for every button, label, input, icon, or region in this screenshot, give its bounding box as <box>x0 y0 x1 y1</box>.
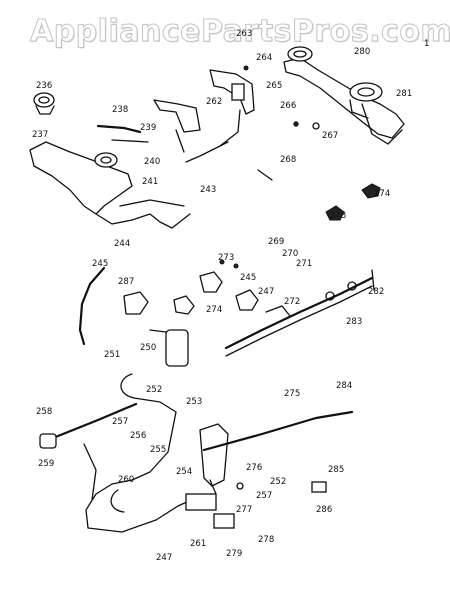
page-mark: 1 <box>424 39 429 49</box>
part-label: 240 <box>144 157 160 167</box>
wire-251 <box>120 373 135 399</box>
part-label: 247 <box>258 287 274 297</box>
part-label: 273 <box>330 211 346 221</box>
part-label: 277 <box>236 505 252 515</box>
part-label: 239 <box>140 123 156 133</box>
part-label: 247 <box>156 553 172 563</box>
part-label: 263 <box>236 29 252 39</box>
part-label: 243 <box>200 185 216 195</box>
part-labels: 2362372382392402412432442452452472472502… <box>32 29 412 563</box>
gas-manifold <box>224 269 375 357</box>
part-label: 238 <box>112 105 128 115</box>
part-label: 255 <box>150 445 166 455</box>
part-label: 282 <box>368 287 384 297</box>
part-label: 286 <box>316 505 332 515</box>
part-label: 253 <box>186 397 202 407</box>
part-label: 273 <box>218 253 234 263</box>
part-label: 269 <box>268 237 284 247</box>
part-label: 266 <box>280 101 296 111</box>
switch-261 <box>185 482 244 529</box>
part-label: 257 <box>112 417 128 427</box>
part-label: 252 <box>270 477 286 487</box>
part-label: 252 <box>146 385 162 395</box>
part-label: 274 <box>374 189 390 199</box>
part-label: 276 <box>246 463 262 473</box>
valves <box>123 259 291 317</box>
component-250 <box>149 329 189 367</box>
part-label: 256 <box>130 431 146 441</box>
clip-285 <box>311 481 327 493</box>
part-label: 259 <box>38 459 54 469</box>
part-label: 254 <box>176 467 192 477</box>
part-label: 258 <box>36 407 52 417</box>
part-label: 236 <box>36 81 52 91</box>
part-label: 265 <box>266 81 282 91</box>
part-label: 262 <box>206 97 222 107</box>
bar-284 <box>202 410 354 452</box>
part-label: 281 <box>396 89 412 99</box>
part-label: 285 <box>328 465 344 475</box>
part-label: 245 <box>92 259 108 269</box>
part-label: 264 <box>256 53 272 63</box>
part-label: 284 <box>336 381 352 391</box>
part-label: 245 <box>240 273 256 283</box>
tube-245 <box>78 266 106 346</box>
lower-housing <box>83 397 201 533</box>
part-label: 267 <box>322 131 338 141</box>
part-label: 241 <box>142 177 158 187</box>
part-label: 278 <box>258 535 274 545</box>
burner-assembly-right <box>283 46 405 145</box>
rod-258 <box>39 402 138 449</box>
part-label: 250 <box>140 343 156 353</box>
part-label: 287 <box>118 277 134 287</box>
part-label: 280 <box>354 47 370 57</box>
part-label: 244 <box>114 239 130 249</box>
upper-brackets <box>96 69 273 181</box>
module-254 <box>199 423 229 495</box>
small-fittings <box>243 65 381 221</box>
part-label: 237 <box>32 130 48 140</box>
part-label: 279 <box>226 549 242 559</box>
burner-assembly-left <box>29 92 191 229</box>
part-label: 251 <box>104 350 120 360</box>
part-label: 275 <box>284 389 300 399</box>
part-label: 257 <box>256 491 272 501</box>
part-label: 261 <box>190 539 206 549</box>
part-label: 274 <box>206 305 222 315</box>
part-label: 270 <box>282 249 298 259</box>
part-label: 268 <box>280 155 296 165</box>
part-label: 260 <box>118 475 134 485</box>
part-label: 272 <box>284 297 300 307</box>
part-label: 283 <box>346 317 362 327</box>
part-label: 271 <box>296 259 312 269</box>
